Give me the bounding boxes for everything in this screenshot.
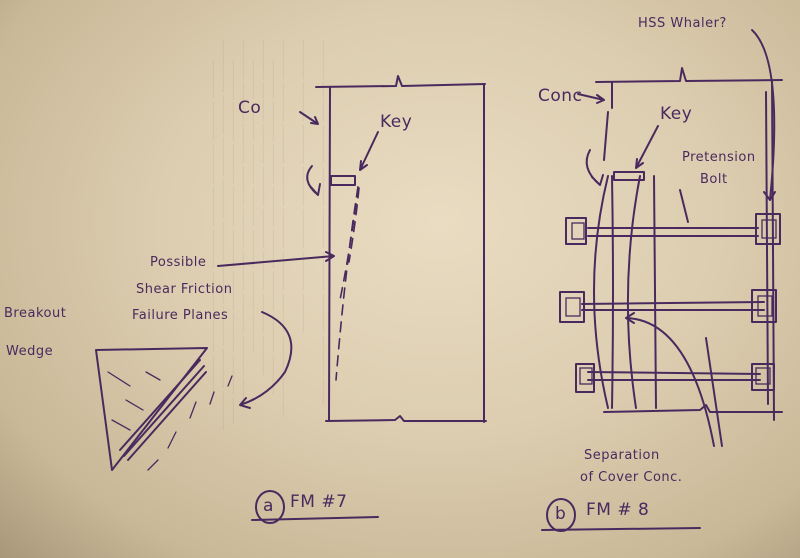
sketch-b-whaler-arrow [751, 29, 776, 201]
sketch-a-key-label: Key [380, 112, 413, 132]
svg-text:——— ——— ——— ——— ——— ——— ——— ——: ——— ——— ——— ——— ——— ——— ——— ——— —— [227, 59, 242, 425]
sketch-b-bolt-2-plate-left [559, 291, 585, 323]
sketch-b-bolt-2-nut-right [757, 295, 773, 317]
svg-text:——— ——— ——— ——— ——— ——— ——— ——: ——— ——— ——— ——— ——— ——— ——— ——— [257, 39, 272, 376]
sketch-b-bolt-3-nut-left [579, 367, 593, 385]
sketch-a-key [330, 175, 356, 186]
sketch-b-cover-outer [593, 175, 609, 409]
svg-text:———— ——— ——— ——— ——— ——— ——— —: ———— ——— ——— ——— ——— ——— ——— ——— ——— [217, 39, 232, 431]
sketch-b-bolt-3 [587, 371, 761, 381]
sketch-b-bolt-3-plate-right [751, 363, 775, 391]
sketch-b-cover-crack-2 [626, 175, 641, 409]
sketch-b-key-label: Key [660, 104, 693, 124]
sketch-a-failure-plane-3 [348, 187, 360, 263]
sketch-a-load-arrow [306, 165, 321, 196]
sketch-b-figure-ref: FM # 8 [586, 500, 650, 520]
sketch-a-figure-ref: FM #7 [290, 492, 348, 512]
sketch-b-caption-underline [541, 527, 701, 531]
sketch-b-separation-arrow-1 [625, 312, 715, 447]
sketch-a-concrete-arrow [299, 111, 319, 125]
sketch-a-key-arrow [359, 131, 379, 171]
sketch-b-concrete-label: Conc [538, 86, 583, 106]
sketch-b-bolt-1-nut-left [571, 222, 585, 240]
sketch-b-key [613, 171, 645, 181]
svg-text:——— ——— ——— ——— ——— ——— ——— ——: ——— ——— ——— ——— ——— ——— ——— ——— [207, 59, 222, 396]
sketch-a-caption-underline [251, 516, 379, 521]
sketch-b-separation-label-line-2: of Cover Conc. [580, 470, 683, 485]
svg-text:——— ——— ——— ——— ——— ——— ——— ——: ——— ——— ——— ——— ——— ——— ——— ——— —— [317, 39, 332, 405]
sketch-b-inner-line [765, 91, 769, 405]
sketch-b-bolt-2-plate-right [751, 289, 777, 323]
sketch-b-bolt-1-nut-right [761, 219, 777, 239]
sketch-b-separation-label-line-1: Separation [584, 448, 660, 463]
sketch-b-bolt-1 [587, 227, 759, 237]
sketch-b-bolt-2-nut-left [565, 297, 581, 317]
sketch-b-wall-left-top [603, 81, 613, 161]
sketch-b-bolt-label-line-1: Pretension [682, 150, 756, 165]
sketch-b-bolt-1-plate-right [755, 213, 781, 245]
sketch-a-wedge-label-line-1: Breakout [4, 306, 67, 321]
sketch-b-bolt-1-plate-left [565, 217, 587, 245]
sketch-a-wall-top [315, 75, 486, 88]
sketch-b-wall-top [595, 67, 783, 83]
svg-text:——— ——— ——— ——— ——— ——— ——— ——: ——— ——— ——— ——— ——— ——— ——— ——— —— [237, 39, 252, 405]
sketch-b-concrete-arrow [577, 93, 605, 104]
sketch-a-circle-letter: a [263, 496, 274, 516]
svg-text:——— ——— ——— ——— ——— ——— ——— ——: ——— ——— ——— ——— ——— ——— ——— ——— [267, 59, 282, 396]
sketch-a-planes-label-line-3: Failure Planes [132, 308, 229, 323]
sketch-b-wall-bottom [603, 404, 783, 413]
sketch-b-bolt-arrow [679, 189, 689, 223]
sketch-a-breakout-wedge [95, 347, 208, 471]
sketch-b-separation-arrow-2 [705, 337, 723, 447]
sketch-a-wedge-callout-arrow [239, 311, 293, 409]
sketch-b-bolt-3-nut-right [755, 367, 771, 385]
sketch-a-planes-label-line-2: Shear Friction [136, 282, 233, 297]
sketch-b-load-arrow [585, 149, 604, 186]
sketch-b-cover-crack-3 [653, 175, 657, 409]
sketch-b-cover-crack-1 [611, 175, 614, 409]
sketch-a-failure-plane-2 [339, 186, 359, 301]
sketch-a-wedge-failure-lines [119, 359, 207, 461]
sketch-a-caption-circle [255, 490, 285, 524]
sketch-a-wedge-force-arrows [107, 371, 233, 471]
sketch-b-bolt-label-line-2: Bolt [700, 172, 728, 187]
sketch-a-concrete-label: Co [238, 98, 262, 118]
sketch-a-planes-label-line-1: Possible [150, 255, 207, 270]
sketch-a-wedge-label-line-2: Wedge [6, 344, 54, 359]
sketch-b-bolt-2 [581, 301, 765, 311]
sketch-b-whaler-label: HSS Whaler? [638, 16, 727, 31]
svg-text:——— ——— ——— ——— ——— ——— ———: ——— ——— ——— ——— ——— ——— ——— [247, 59, 262, 354]
sketch-a-wall-bottom [325, 415, 487, 422]
sketch-b-bolt-3-plate-left [575, 363, 595, 393]
sketch-b-caption-circle [546, 498, 576, 532]
sketch-b-key-arrow [635, 125, 659, 169]
sketch-a-planes-arrow [217, 251, 335, 267]
sketch-b-circle-letter: b [555, 504, 567, 524]
